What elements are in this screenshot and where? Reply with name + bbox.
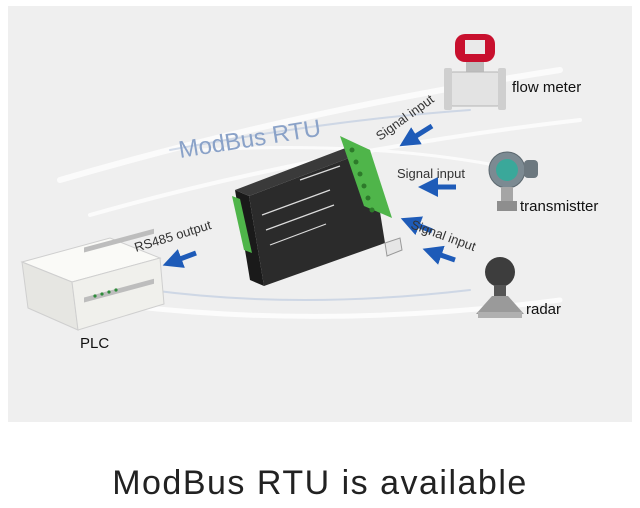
motion-streaks-blue — [149, 109, 471, 301]
flow-meter-flange-right — [498, 68, 506, 110]
arrow-flow-meter — [399, 123, 434, 147]
output-label: RS485 output — [132, 217, 213, 255]
terminal-block — [340, 136, 392, 218]
plc-label: PLC — [80, 335, 110, 352]
module-top — [235, 144, 370, 196]
radar-horn — [476, 296, 524, 314]
flow-arrows — [162, 123, 456, 268]
module-front — [249, 150, 385, 286]
signal-label-middle: Signal input — [397, 166, 465, 181]
flow-meter-label: flow meter — [512, 79, 582, 96]
radar-label: radar — [526, 301, 562, 318]
converter-module — [232, 136, 403, 286]
transmitter-cap — [496, 159, 518, 181]
flow-meter-flange-left — [444, 68, 452, 110]
flow-meter-device — [444, 34, 506, 110]
plc-device — [20, 228, 165, 331]
mount-tab — [384, 237, 403, 257]
modbus-banner: ModBus RTU — [177, 115, 323, 164]
caption: ModBus RTU is available — [112, 464, 528, 502]
signal-label-bottom: Signal input — [409, 217, 478, 254]
arrow-radar-2 — [422, 245, 456, 265]
flow-meter-display — [465, 40, 485, 54]
arrow-radar-1 — [400, 216, 433, 236]
radar-head — [485, 257, 515, 287]
transmitter-stem — [501, 187, 513, 201]
transmitter-label: transmistter — [520, 198, 599, 215]
terminal-screws — [349, 147, 375, 213]
plc-terminals — [84, 228, 154, 303]
module-print — [261, 165, 341, 246]
radar-neck — [494, 285, 506, 297]
arrow-output — [162, 249, 197, 268]
plc-side — [71, 257, 165, 331]
transmitter-fitting — [497, 201, 517, 211]
terminal-block-left — [232, 196, 252, 253]
transmitter-device — [488, 151, 538, 211]
radar-device — [476, 257, 524, 318]
plc-leds — [93, 288, 118, 298]
radar-flange — [478, 312, 522, 318]
flow-meter-pipe — [446, 71, 504, 107]
flow-meter-neck — [466, 62, 484, 72]
transmitter-side-cap — [524, 160, 538, 178]
